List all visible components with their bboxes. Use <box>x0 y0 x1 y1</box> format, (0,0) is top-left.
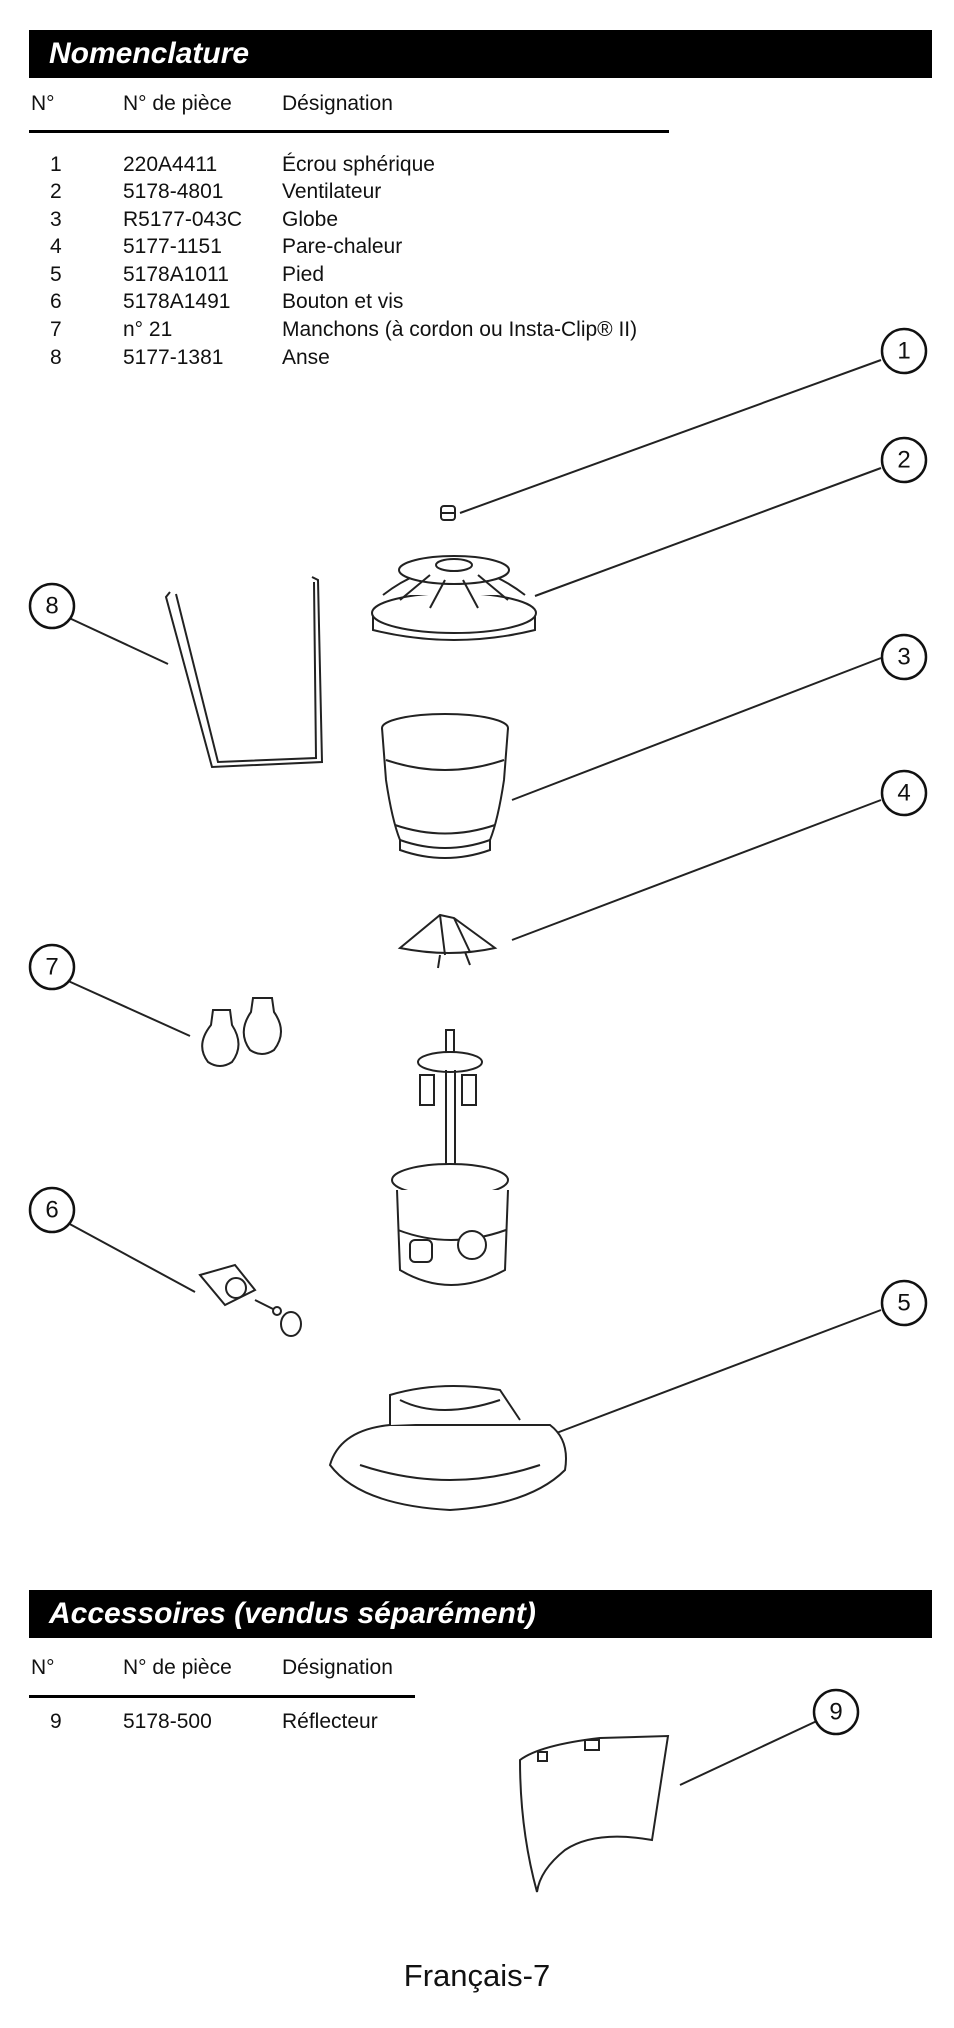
callout-9-circle <box>812 1688 860 1736</box>
acc-header-rule <box>29 1695 415 1698</box>
leader-line-6 <box>65 1221 196 1293</box>
table-row: 9 5178-500 Réflecteur <box>0 1710 954 1738</box>
callout-4-label: 4 <box>897 780 910 807</box>
row-no: 1 <box>50 153 62 176</box>
row-part-no: 220A4411 <box>123 153 218 176</box>
row-part-no: n° 21 <box>123 318 173 341</box>
col-header-part-no: N° de pièce <box>123 92 232 115</box>
row-designation: Ventilateur <box>282 180 382 203</box>
callout-6-circle <box>28 1186 76 1234</box>
knob-and-screw-part <box>198 1263 302 1337</box>
callout-3-label: 3 <box>897 644 910 671</box>
leader-line-4 <box>511 799 882 941</box>
table-row: 8 5177-1381 Anse <box>0 346 954 374</box>
callout-2-circle <box>880 436 928 484</box>
fount-assembly-part <box>391 1029 509 1286</box>
leader-line-2 <box>534 467 882 597</box>
leader-line-9 <box>679 1719 820 1786</box>
acc-col-header-part-no: N° de pièce <box>123 1656 232 1679</box>
leader-line-3 <box>511 657 882 801</box>
row-part-no: 5178A1011 <box>123 263 229 286</box>
row-no: 8 <box>50 346 62 369</box>
table-row: 3 R5177-043C Globe <box>0 208 954 236</box>
callout-7-label: 7 <box>45 954 58 981</box>
row-no: 9 <box>50 1710 62 1733</box>
row-part-no: 5177-1151 <box>123 235 222 258</box>
callout-1-label: 1 <box>897 338 910 365</box>
row-no: 6 <box>50 290 62 313</box>
table-row: 5 5178A1011 Pied <box>0 263 954 291</box>
row-part-no: R5177-043C <box>123 208 243 231</box>
callout-6-label: 6 <box>45 1197 58 1224</box>
col-header-no: N° <box>31 92 55 115</box>
table-row: 1 220A4411 Écrou sphérique <box>0 153 954 181</box>
reflector-part <box>518 1734 670 1893</box>
leader-line-1 <box>459 359 882 514</box>
page-footer-label: Français-7 <box>403 1958 551 1993</box>
row-designation: Globe <box>282 208 339 231</box>
nomenclature-title: Nomenclature <box>29 30 932 78</box>
callout-8-label: 8 <box>45 593 58 620</box>
leader-line-5 <box>537 1309 882 1441</box>
row-no: 4 <box>50 235 62 258</box>
table-row: 4 5177-1151 Pare-chaleur <box>0 235 954 263</box>
heat-shield-part <box>397 913 498 969</box>
row-no: 3 <box>50 208 62 231</box>
table-row: 2 5178-4801 Ventilateur <box>0 180 954 208</box>
callout-3-circle <box>880 633 928 681</box>
row-designation: Manchons (à cordon ou Insta-Clip® II) <box>282 318 638 341</box>
row-part-no: 5178-4801 <box>123 180 224 203</box>
row-no: 7 <box>50 318 62 341</box>
row-designation: Pied <box>282 263 325 286</box>
foot-part <box>328 1385 567 1512</box>
table-row: 6 5178A1491 Bouton et vis <box>0 290 954 318</box>
row-no: 5 <box>50 263 62 286</box>
callout-2-label: 2 <box>897 447 910 474</box>
row-part-no: 5178-500 <box>123 1710 212 1733</box>
row-designation: Réflecteur <box>282 1710 378 1733</box>
row-part-no: 5178A1491 <box>123 290 231 313</box>
row-designation: Bouton et vis <box>282 290 404 313</box>
row-part-no: 5177-1381 <box>123 346 224 369</box>
handle-part <box>164 576 324 769</box>
callout-8-circle <box>28 582 76 630</box>
header-rule <box>29 130 669 133</box>
col-header-designation: Désignation <box>282 92 393 115</box>
ventilator-part <box>371 555 537 641</box>
row-designation: Pare-chaleur <box>282 235 403 258</box>
callout-5-label: 5 <box>897 1290 910 1317</box>
accessories-title: Accessoires (vendus séparément) <box>29 1590 932 1638</box>
callout-9-label: 9 <box>829 1699 842 1726</box>
callout-5-circle <box>880 1279 928 1327</box>
acc-col-header-designation: Désignation <box>282 1656 393 1679</box>
row-no: 2 <box>50 180 62 203</box>
spherical-nut-part <box>440 505 456 521</box>
mantles-part <box>201 997 282 1067</box>
table-row: 7 n° 21 Manchons (à cordon ou Insta-Clip… <box>0 318 954 346</box>
callout-4-circle <box>880 769 928 817</box>
leader-line-7 <box>65 979 191 1037</box>
globe-part <box>381 713 509 859</box>
row-designation: Écrou sphérique <box>282 153 435 176</box>
acc-col-header-no: N° <box>31 1656 55 1679</box>
leader-line-8 <box>66 616 169 665</box>
row-designation: Anse <box>282 346 330 369</box>
callout-7-circle <box>28 943 76 991</box>
callout-1-circle <box>880 327 928 375</box>
